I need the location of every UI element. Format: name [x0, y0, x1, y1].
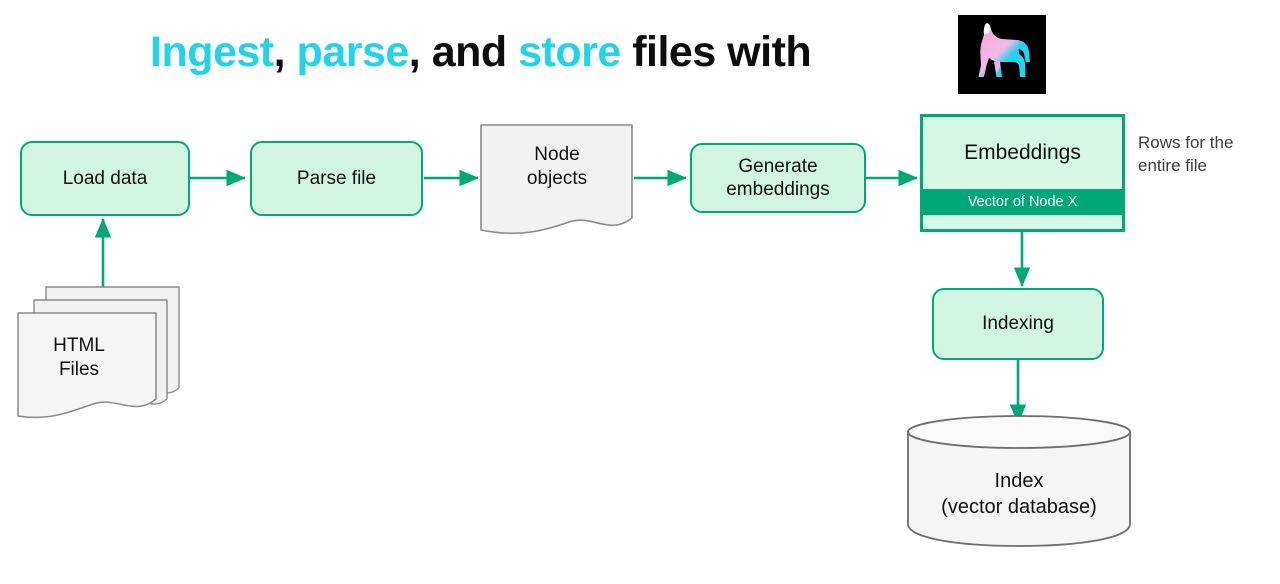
node-node-objects[interactable]	[476, 122, 638, 238]
title-word-ingest: Ingest	[150, 28, 274, 76]
node-load-data[interactable]: Load data	[20, 141, 190, 216]
title-word-store: store	[518, 28, 621, 76]
page-title: Ingest, parse, and store files with	[150, 22, 812, 82]
rows-note: Rows for the entire file	[1138, 132, 1268, 178]
node-objects-line2: objects	[526, 167, 588, 189]
llama-icon	[978, 23, 1030, 77]
rows-note-line1: Rows for the	[1138, 133, 1234, 152]
node-generate-embeddings[interactable]: Generate embeddings	[690, 143, 866, 213]
title-tail: files with	[620, 28, 812, 76]
node-html-files[interactable]	[12, 280, 187, 425]
node-index-vector-database-label: Index (vector database)	[902, 468, 1136, 520]
node-embeddings-table[interactable]: Embeddings Vector of Node X	[920, 114, 1125, 232]
embeddings-header: Embeddings	[923, 117, 1122, 189]
node-load-data-label: Load data	[62, 167, 148, 189]
node-index-vector-database[interactable]	[902, 412, 1136, 552]
node-indexing[interactable]: Indexing	[932, 288, 1104, 360]
rows-note-line2: entire file	[1138, 155, 1207, 175]
html-files-line1: HTML	[53, 335, 105, 356]
llama-logo	[958, 15, 1046, 94]
node-indexing-label: Indexing	[982, 313, 1054, 335]
title-word-parse: parse	[296, 28, 410, 76]
title-sep-1: ,	[273, 28, 297, 76]
index-db-line1: Index	[994, 470, 1044, 492]
embeddings-row-empty	[923, 215, 1122, 229]
generate-embeddings-line2: embeddings	[726, 179, 830, 200]
title-sep-2: , and	[408, 28, 519, 76]
html-files-line2: Files	[58, 358, 100, 380]
generate-embeddings-line1: Generate	[738, 155, 818, 177]
node-node-objects-label: Node objects	[487, 143, 627, 191]
node-parse-file[interactable]: Parse file	[250, 141, 423, 216]
embeddings-row-vector-of-node-x[interactable]: Vector of Node X	[923, 189, 1122, 215]
node-objects-line1: Node	[534, 144, 580, 165]
node-html-files-label: HTML Files	[14, 334, 144, 382]
node-parse-file-label: Parse file	[296, 167, 377, 189]
index-db-line2: (vector database)	[941, 496, 1097, 518]
